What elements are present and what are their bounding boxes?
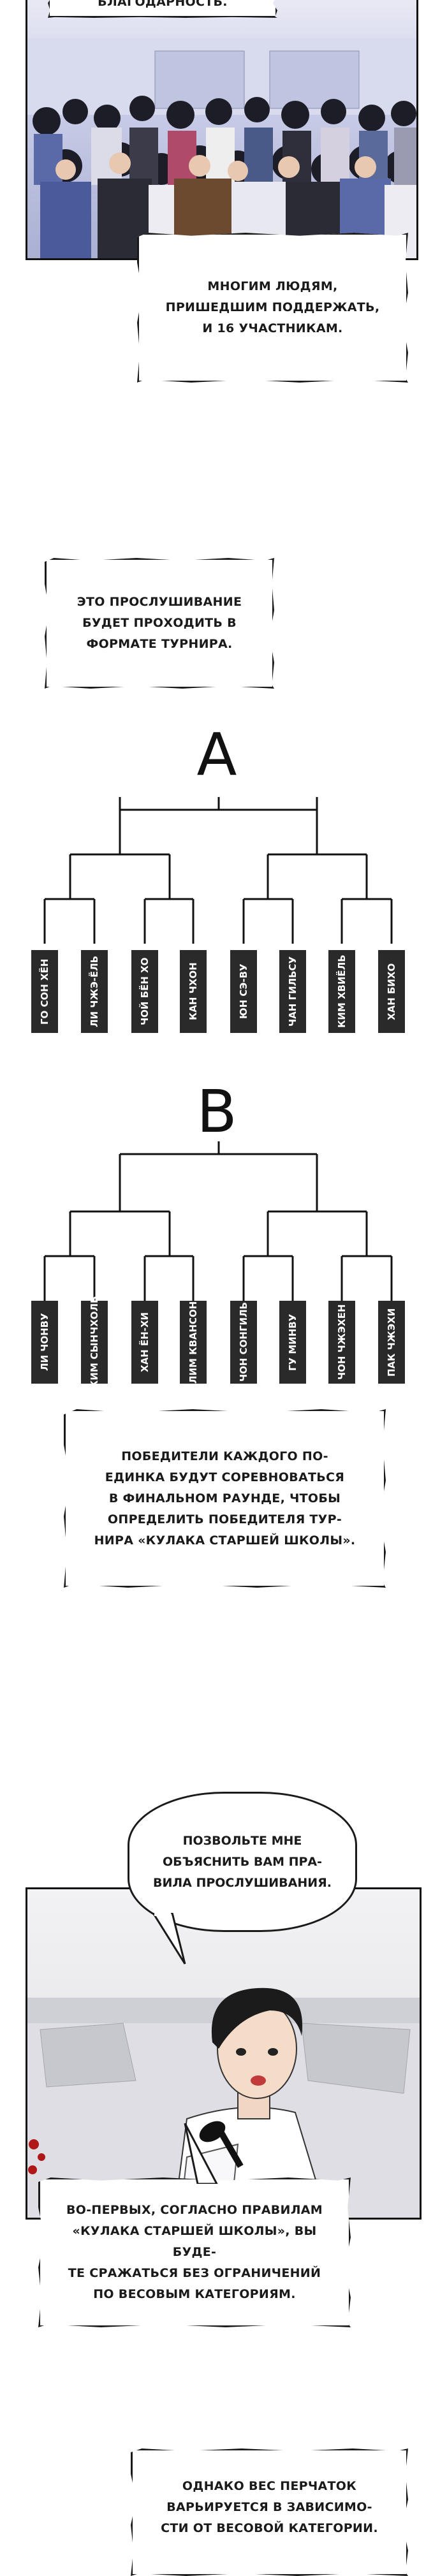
- speech-bubble-explain: Позвольте мне объяснить вам пра- вила пр…: [128, 1792, 357, 1932]
- caption-winners: Победители каждого по- единка будут соре…: [64, 1409, 386, 1588]
- bracket-a-label: A: [196, 721, 237, 789]
- bracket-a-name: Ли Чжэ-ёль: [81, 950, 108, 1033]
- caption-thanks-text: Многим людям, пришедшим поддержать, и 16…: [165, 279, 380, 335]
- bracket-b-name: Гу Минву: [279, 1301, 306, 1384]
- caption-top-text: благодарность.: [98, 0, 228, 9]
- caption-format: Это прослушивание будет проходить в форм…: [45, 558, 274, 689]
- caption-top: благодарность.: [48, 0, 277, 18]
- bracket-a-name: Го Сон Хён: [31, 950, 58, 1033]
- caption-format-text: Это прослушивание будет проходить в форм…: [77, 595, 242, 651]
- caption-gloves-text: Однако вес перчаток варьируется в зависи…: [161, 2479, 378, 2535]
- crowd-panel: [26, 0, 418, 260]
- bracket-a-name: Ким Хвиёль: [328, 950, 355, 1033]
- caption-winners-text: Победители каждого по- единка будут соре…: [94, 1449, 356, 1548]
- bracket-a-lines: [43, 797, 393, 944]
- crowd-illustration: [27, 38, 416, 258]
- bracket-a-name: Кан Чхон: [180, 950, 207, 1033]
- speech-explain-text: Позвольте мне объяснить вам пра- вила пр…: [152, 1833, 332, 1890]
- bracket-a-name: Юн Сэ-Ву: [230, 950, 257, 1033]
- speech-bubble-tail: [152, 1913, 186, 1965]
- bracket-a-name: Чой Бён Хо: [131, 950, 158, 1033]
- caption-rules: Во-первых, согласно правилам «Кулака ста…: [38, 2177, 351, 2327]
- bracket-a-name: Чан Гильсу: [279, 950, 306, 1033]
- caption-rules-text: Во-первых, согласно правилам «Кулака ста…: [66, 2203, 323, 2301]
- bracket-b-name: Пак Чжэхи: [378, 1301, 405, 1384]
- bracket-a-name: Хан Бихо: [378, 950, 405, 1033]
- bracket-b-name: Чон Чжэхен: [328, 1301, 355, 1384]
- bracket-b-name: Ким Сынчхоль: [81, 1296, 108, 1388]
- caption-rules-tail: [184, 2123, 218, 2184]
- bracket-b-name: Лим Квансон: [180, 1301, 207, 1384]
- bracket-b-name: Ли Чонву: [31, 1301, 58, 1384]
- bracket-b-lines: [43, 1141, 393, 1301]
- caption-thanks: Многим людям, пришедшим поддержать, и 16…: [137, 233, 408, 383]
- bracket-b-label: B: [196, 1078, 237, 1146]
- bracket-b-name: Хан Ён-Хи: [131, 1301, 158, 1384]
- bracket-b-name: Чон Сонгиль: [230, 1301, 257, 1384]
- caption-gloves: Однако вес перчаток варьируется в зависи…: [131, 2448, 408, 2576]
